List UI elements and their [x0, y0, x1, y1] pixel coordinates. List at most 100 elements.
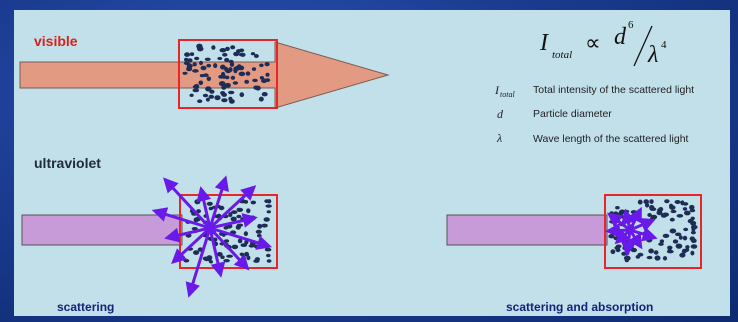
particle: [653, 250, 659, 255]
particle: [690, 238, 697, 243]
scattering-absorption-caption: scattering and absorption: [506, 300, 654, 314]
ultraviolet-label: ultraviolet: [34, 155, 101, 171]
particle: [649, 205, 655, 210]
particle: [685, 245, 690, 249]
particle: [618, 212, 623, 217]
particle: [206, 63, 212, 68]
scatter-arrow: [164, 226, 211, 243]
particle: [225, 46, 230, 52]
particle: [261, 223, 268, 228]
particle: [244, 79, 250, 84]
scatter-arrow: [209, 213, 258, 230]
particle: [251, 67, 257, 71]
particle: [659, 239, 665, 244]
particle: [690, 250, 695, 256]
scatter-arrow: [208, 227, 226, 278]
particle: [669, 203, 674, 209]
particle: [690, 244, 698, 249]
particle-cluster-visible: [182, 43, 271, 104]
particle: [193, 83, 200, 90]
particle: [674, 200, 681, 204]
scatter-arrow: [209, 226, 273, 250]
legend-symbol: I: [495, 83, 499, 97]
particle: [206, 257, 212, 262]
particle: [637, 199, 643, 205]
particle: [192, 88, 200, 93]
particle: [222, 52, 228, 57]
particle: [206, 76, 211, 82]
particle: [223, 259, 230, 263]
particle: [687, 218, 694, 224]
particle: [643, 199, 649, 205]
particle: [615, 206, 620, 210]
scatter-arrow: [196, 186, 212, 229]
particle: [208, 94, 215, 99]
scatter-arrow: [621, 208, 636, 231]
particle: [682, 207, 688, 211]
particle: [193, 250, 200, 256]
particle: [662, 212, 669, 217]
particle: [240, 243, 248, 248]
particle: [219, 48, 227, 53]
particle: [224, 82, 231, 88]
particle: [635, 255, 641, 259]
particle: [683, 227, 689, 232]
particle: [218, 205, 225, 211]
particle: [664, 199, 670, 204]
particle: [676, 214, 684, 218]
particle: [250, 52, 256, 56]
particle: [204, 57, 211, 61]
particle: [264, 62, 270, 67]
particle: [241, 255, 246, 261]
particle: [689, 204, 695, 210]
particle: [237, 238, 243, 244]
particle: [675, 232, 682, 237]
particle: [243, 231, 248, 237]
particle: [200, 65, 207, 71]
scattering-caption: scattering: [57, 300, 115, 314]
visible-label: visible: [34, 33, 78, 49]
particle: [654, 255, 661, 261]
scatter-arrow: [606, 212, 631, 232]
particle: [184, 52, 191, 57]
particle: [610, 219, 615, 224]
particle: [199, 60, 203, 66]
particle: [194, 199, 201, 205]
particle: [657, 208, 663, 212]
particle: [246, 255, 251, 261]
particle: [662, 256, 668, 261]
particle: [217, 56, 223, 61]
particle: [230, 216, 237, 222]
particle: [255, 85, 261, 91]
particle: [205, 86, 212, 92]
particle: [648, 248, 654, 254]
particle: [192, 62, 197, 67]
particle: [669, 228, 677, 234]
legend-symbol: λ: [497, 131, 503, 145]
particle: [685, 247, 690, 252]
particle: [253, 54, 259, 58]
scatter-arrow: [208, 226, 250, 271]
particle: [211, 45, 216, 50]
scatter-arrow: [151, 207, 211, 230]
scatter-arrow: [208, 175, 230, 229]
particle: [231, 210, 238, 215]
particle: [263, 217, 270, 222]
particle: [230, 75, 236, 80]
particle: [670, 209, 677, 214]
formula-denominator-exponent: 4: [661, 39, 667, 51]
particle: [239, 92, 245, 98]
formula-numerator-exponent: 6: [628, 19, 634, 31]
particle: [214, 95, 221, 101]
particle: [258, 96, 264, 102]
formula-fraction-slash: [633, 25, 653, 67]
particle: [203, 73, 209, 77]
particle: [233, 68, 238, 74]
particle: [646, 237, 653, 243]
uv-beam-scattering: [21, 214, 183, 246]
particle: [220, 64, 226, 70]
formula-relation: ∝: [585, 30, 601, 55]
particle: [667, 245, 673, 250]
